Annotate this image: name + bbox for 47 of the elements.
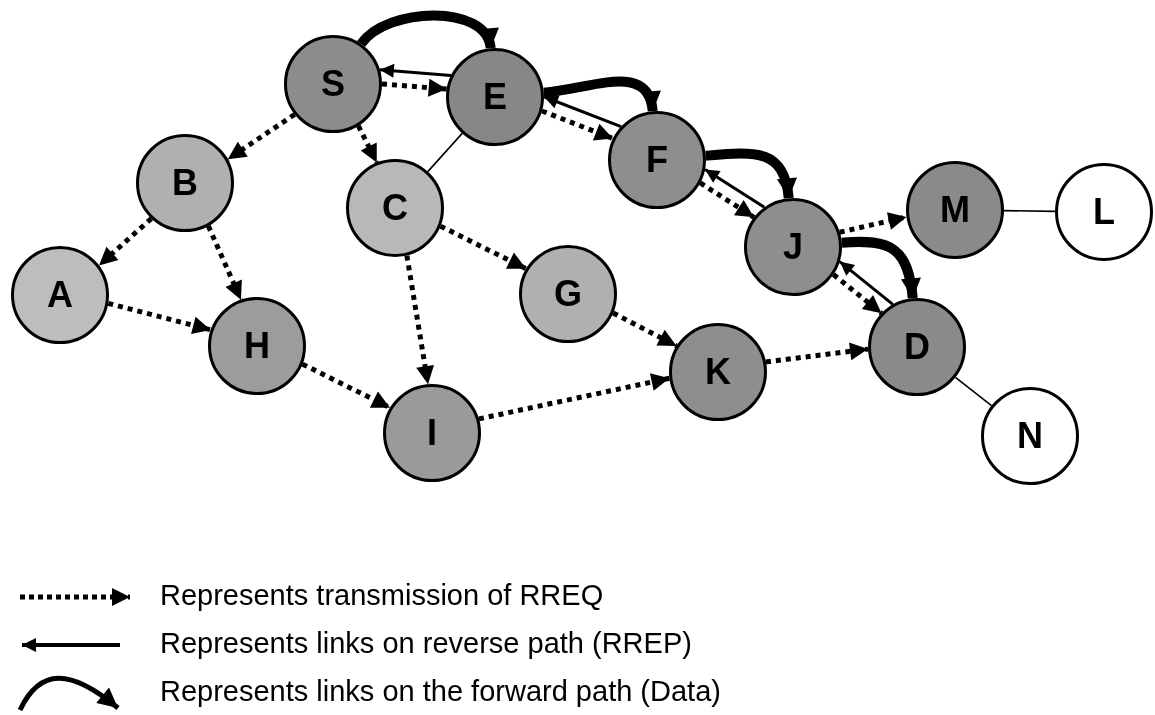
node-label: C [382,187,408,229]
dotted-arrow [831,272,884,316]
node-label: H [244,325,270,367]
link-line [954,376,993,407]
node-label: S [321,63,345,105]
legend-text: Represents transmission of RREQ [160,579,604,612]
dotted-arrow [97,216,153,268]
curved-arrow [705,148,796,199]
dotted-arrow [839,212,908,235]
dotted-arrow [765,342,869,365]
node-label: A [47,274,73,316]
curved-arrow [543,76,659,113]
dotted-arrow [612,310,678,349]
legend-text: Represents links on the forward path (Data) [160,675,721,708]
shaded-node-circle [868,298,966,396]
node-label: J [783,226,803,268]
dotted-arrow [301,361,392,410]
arrow [543,95,622,129]
node-label: B [172,162,198,204]
node-label: K [705,351,731,393]
node-label: I [427,412,437,454]
dotted-arrow [107,300,212,335]
dotted-arrow [381,78,447,97]
node-label: N [1017,415,1043,457]
curved-arrow [357,10,496,50]
legend-text: Represents links on reverse path (RREP) [160,627,692,660]
dotted-arrow [404,255,434,385]
curved-arrow [841,236,921,299]
arrow [838,260,894,306]
shaded-node-circle [744,198,842,296]
link-line [1003,209,1056,213]
arrow [379,63,452,78]
dotted-arrow [698,180,756,220]
dotted-arrow [478,373,670,422]
dotted-arrow [356,124,379,164]
node-label: F [646,139,668,181]
dotted-arrow [206,225,244,301]
node-label: M [940,189,970,231]
node-label: E [483,76,507,118]
dotted-arrow [541,108,614,141]
link-line [427,132,463,173]
arrow [704,168,766,209]
dotted-arrow [226,112,296,162]
node-label: L [1093,191,1115,233]
dotted-arrow [439,223,528,271]
node-label: D [904,326,930,368]
node-label: G [554,273,582,315]
